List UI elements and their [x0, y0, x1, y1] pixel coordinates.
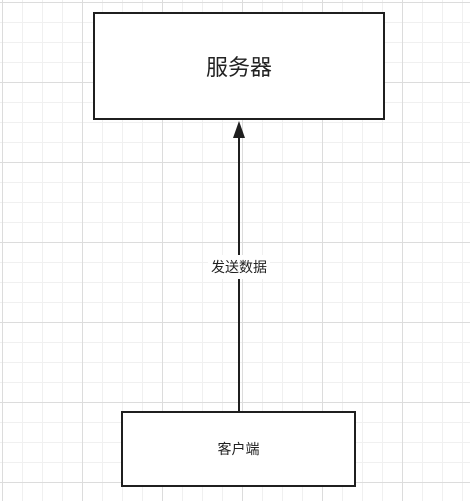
- server-node-label: 服务器: [205, 56, 272, 81]
- edge-label-send-data: 发送数据: [208, 255, 270, 279]
- client-node-label: 客户端: [217, 442, 260, 458]
- arrowhead-icon: [233, 121, 245, 138]
- server-node[interactable]: 服务器: [93, 12, 385, 120]
- client-node[interactable]: 客户端: [121, 411, 356, 487]
